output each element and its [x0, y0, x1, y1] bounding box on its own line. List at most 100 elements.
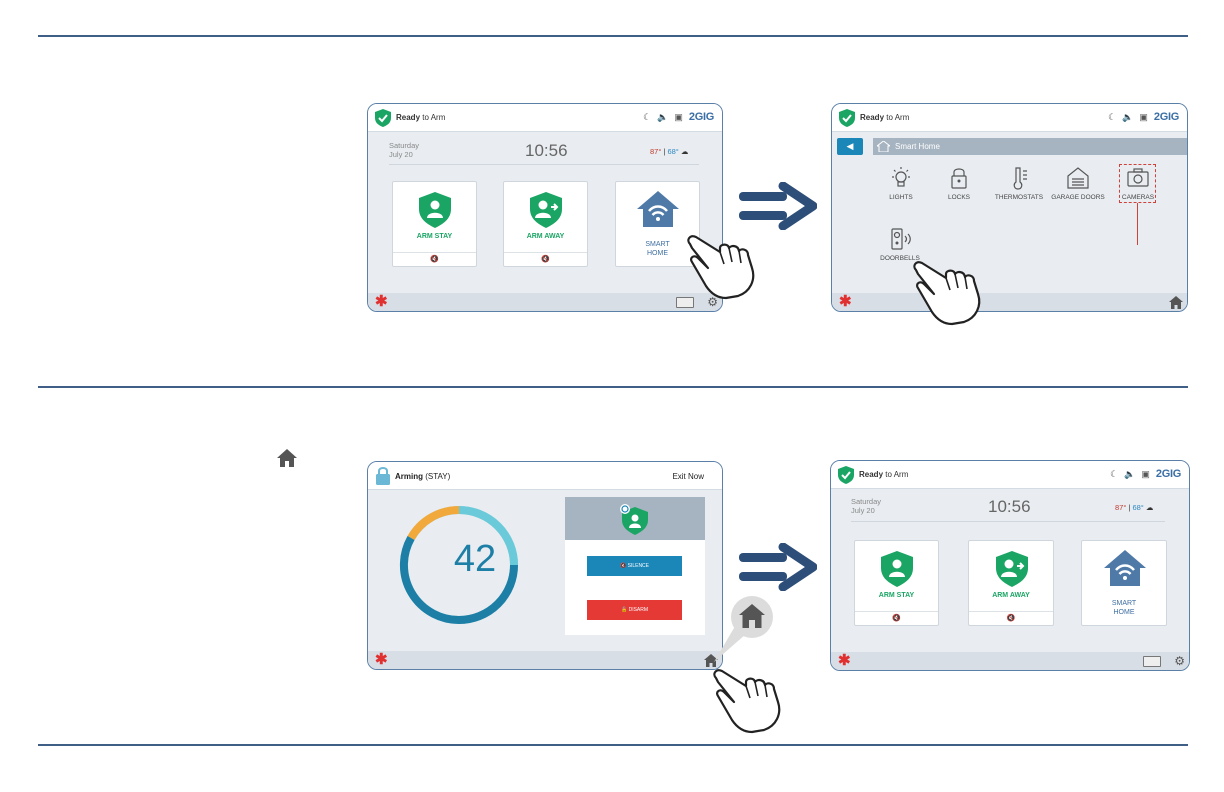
lock-icon [376, 467, 390, 485]
camera-square-icon[interactable]: ▣ [674, 111, 683, 122]
speaker-icon[interactable]: 🔈 [1122, 111, 1134, 122]
keyboard-icon[interactable] [1143, 656, 1161, 667]
hand-pointer-icon [687, 235, 755, 300]
shield-check-icon [838, 466, 854, 484]
arm-away-icon [996, 551, 1028, 587]
smart-home-tile[interactable]: SMART HOME [1081, 540, 1167, 626]
arm-away-label: ARM AWAY [992, 592, 1030, 599]
status-bar: Ready to Arm ☾ 🔈 ▣ 2GIG [368, 104, 722, 132]
countdown-value: 42 [453, 538, 497, 580]
panel-header [565, 497, 705, 540]
mute-toggle[interactable]: 🔇 [504, 252, 587, 266]
divider-middle [38, 386, 1188, 388]
garage-doors-item[interactable]: GARAGE DOORS [1043, 166, 1113, 201]
status-bar: Ready to Arm ☾ 🔈 ▣ 2GIG [832, 104, 1187, 132]
divider-top [38, 35, 1188, 37]
asterisk-icon[interactable]: ✱ [375, 293, 388, 310]
moon-icon[interactable]: ☾ [1110, 468, 1119, 479]
camera-icon [1127, 168, 1149, 187]
smart-home-screen: Ready to Arm ☾ 🔈 ▣ 2GIG ◀ Smart Home LIG… [831, 103, 1188, 312]
moon-icon[interactable]: ☾ [1108, 111, 1117, 122]
status-text: Ready to Arm [859, 470, 909, 479]
thermometer-icon [1013, 167, 1027, 190]
double-arrow-icon [739, 543, 817, 591]
bottom-bar: ✱ ⚙ [831, 652, 1189, 670]
home-icon [277, 449, 297, 467]
speaker-icon[interactable]: 🔈 [657, 111, 669, 122]
arm-away-tile[interactable]: ARM AWAY 🔇 [503, 181, 588, 267]
gear-icon[interactable]: ⚙ [707, 295, 718, 309]
lightbulb-icon [892, 167, 910, 187]
status-icons: ☾ 🔈 ▣ 2GIG [1110, 468, 1181, 480]
magnified-home-button [731, 596, 773, 638]
gear-icon[interactable]: ⚙ [1174, 654, 1185, 668]
smart-home-tile[interactable]: SMART HOME [615, 181, 700, 267]
lights-label: LIGHTS [889, 194, 913, 201]
arm-away-label: ARM AWAY [526, 233, 565, 240]
mute-toggle[interactable]: 🔇 [969, 611, 1053, 625]
asterisk-icon[interactable]: ✱ [838, 652, 851, 669]
speaker-icon[interactable]: 🔈 [1124, 468, 1136, 479]
cameras-item[interactable]: CAMERAS [1103, 166, 1173, 201]
arm-stay-icon [881, 551, 913, 587]
silence-button[interactable]: 🔇 SILENCE [587, 556, 682, 576]
divider [389, 164, 699, 165]
locks-item[interactable]: LOCKS [924, 166, 994, 201]
home-icon [739, 604, 765, 628]
asterisk-icon[interactable]: ✱ [375, 651, 388, 668]
cameras-label: CAMERAS [1121, 194, 1155, 201]
arm-stay-tile[interactable]: ARM STAY 🔇 [854, 540, 939, 626]
hand-pointer-icon [913, 261, 981, 326]
divider-bottom [38, 744, 1188, 746]
arm-stay-icon [620, 504, 648, 535]
temperature: 87° | 68° ☁ [1115, 503, 1154, 512]
shield-check-icon [839, 109, 855, 127]
double-arrow-icon [739, 182, 817, 230]
callout-pointer [714, 628, 746, 662]
smart-home-label: SMART HOME [1111, 600, 1137, 616]
clock: 10:56 [525, 141, 568, 160]
keyboard-icon[interactable] [676, 297, 694, 308]
home-icon[interactable] [704, 654, 718, 667]
mute-toggle[interactable]: 🔇 [855, 611, 938, 625]
asterisk-icon[interactable]: ✱ [839, 293, 852, 310]
smart-home-icon [1104, 550, 1146, 586]
countdown-ring [399, 505, 518, 625]
thermostats-label: THERMOSTATS [994, 194, 1044, 201]
house-icon [877, 141, 890, 152]
divider [851, 521, 1165, 522]
thermostats-item[interactable]: THERMOSTATS [984, 166, 1054, 201]
mute-toggle[interactable]: 🔇 [393, 252, 476, 266]
camera-square-icon[interactable]: ▣ [1141, 468, 1150, 479]
brand-logo: 2GIG [688, 111, 714, 123]
status-bar: Ready to Arm ☾ 🔈 ▣ 2GIG [831, 461, 1189, 489]
brand-logo: 2GIG [1153, 111, 1179, 123]
doorbells-label: DOORBELLS [880, 255, 920, 262]
bottom-bar: ✱ ⚙ [368, 293, 722, 311]
bottom-bar: ✱ [368, 651, 722, 669]
arm-away-icon [530, 192, 562, 228]
arm-stay-label: ARM STAY [416, 233, 453, 240]
camera-square-icon[interactable]: ▣ [1139, 111, 1148, 122]
status-icons: ☾ 🔈 ▣ 2GIG [1108, 111, 1179, 123]
hand-pointer-icon [713, 669, 781, 734]
shield-check-icon [375, 109, 391, 127]
clock: 10:56 [988, 497, 1031, 516]
garage-doors-label: GARAGE DOORS [1051, 194, 1105, 201]
doorbells-item[interactable]: DOORBELLS [865, 227, 935, 262]
arm-away-tile[interactable]: ARM AWAY 🔇 [968, 540, 1054, 626]
lights-item[interactable]: LIGHTS [866, 166, 936, 201]
smart-home-label: SMART HOME [645, 241, 670, 257]
moon-icon[interactable]: ☾ [643, 111, 652, 122]
arm-stay-tile[interactable]: ARM STAY 🔇 [392, 181, 477, 267]
disarm-button[interactable]: 🔓 DISARM [587, 600, 682, 620]
status-text: Ready to Arm [860, 113, 910, 122]
exit-now-button[interactable]: Exit Now [672, 472, 704, 481]
home-icon[interactable] [1169, 296, 1183, 309]
doorbell-icon [891, 228, 911, 250]
cameras-highlight [1119, 164, 1156, 203]
back-button[interactable]: ◀ [837, 138, 863, 155]
